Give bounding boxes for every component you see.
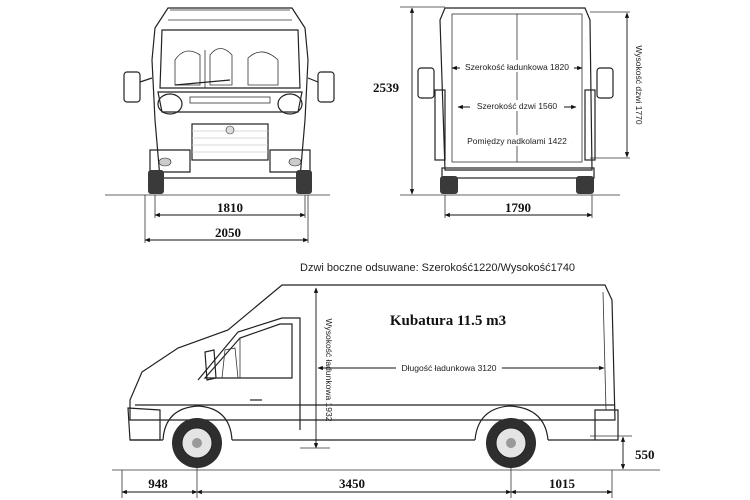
front-right-mirror bbox=[317, 71, 335, 103]
side-view: Dzwi boczne odsuwane: Szerokość1220/Wyso… bbox=[112, 262, 660, 498]
rear-overhang-label: 1015 bbox=[549, 476, 576, 491]
front-view: 1810 2050 bbox=[105, 7, 335, 243]
side-cab-window bbox=[203, 323, 293, 379]
sliding-door-note: Dzwi boczne odsuwane: Szerokość1220/Wyso… bbox=[300, 262, 575, 274]
door-width-label: Szerokość dzwi 1560 bbox=[477, 101, 558, 111]
rear-view: 2539 Szerokość ładunkowa 1820 Szerokość … bbox=[373, 6, 644, 218]
side-mirror bbox=[204, 349, 217, 381]
rear-left-tire bbox=[440, 176, 458, 194]
front-overhang-label: 948 bbox=[148, 476, 168, 491]
front-right-tire bbox=[296, 170, 312, 194]
rear-right-tire bbox=[576, 176, 594, 194]
door-height-label: Wysokość dzwi 1770 bbox=[634, 45, 644, 125]
rear-height-label: 2539 bbox=[373, 80, 400, 95]
floor-height-label: 550 bbox=[635, 447, 655, 462]
wheelbase-label: 3450 bbox=[339, 476, 365, 491]
side-body bbox=[129, 284, 616, 421]
front-left-mirror bbox=[123, 71, 141, 103]
right-headlight bbox=[277, 93, 303, 115]
front-windshield bbox=[159, 29, 301, 89]
front-track-width-label: 1810 bbox=[217, 200, 243, 215]
left-headlight bbox=[157, 93, 183, 115]
cargo-length-label: Długość ładunkowa 3120 bbox=[402, 363, 497, 373]
wheel-arch-width-label: Pomiędzy nadkolami 1422 bbox=[467, 136, 567, 146]
rear-body bbox=[439, 7, 593, 171]
front-left-tire bbox=[148, 170, 164, 194]
rear-left-mirror bbox=[417, 67, 435, 99]
rear-track-width-label: 1790 bbox=[505, 200, 531, 215]
rear-right-mirror bbox=[596, 67, 614, 99]
front-body bbox=[151, 7, 309, 179]
cargo-width-label: Szerokość ładunkowa 1820 bbox=[465, 62, 569, 72]
cargo-height-label: Wysokość ładunkowa 1932 bbox=[324, 319, 334, 422]
front-grille bbox=[191, 123, 269, 161]
front-overall-width-label: 2050 bbox=[215, 225, 241, 240]
volume-label: Kubatura 11.5 m3 bbox=[390, 313, 506, 329]
